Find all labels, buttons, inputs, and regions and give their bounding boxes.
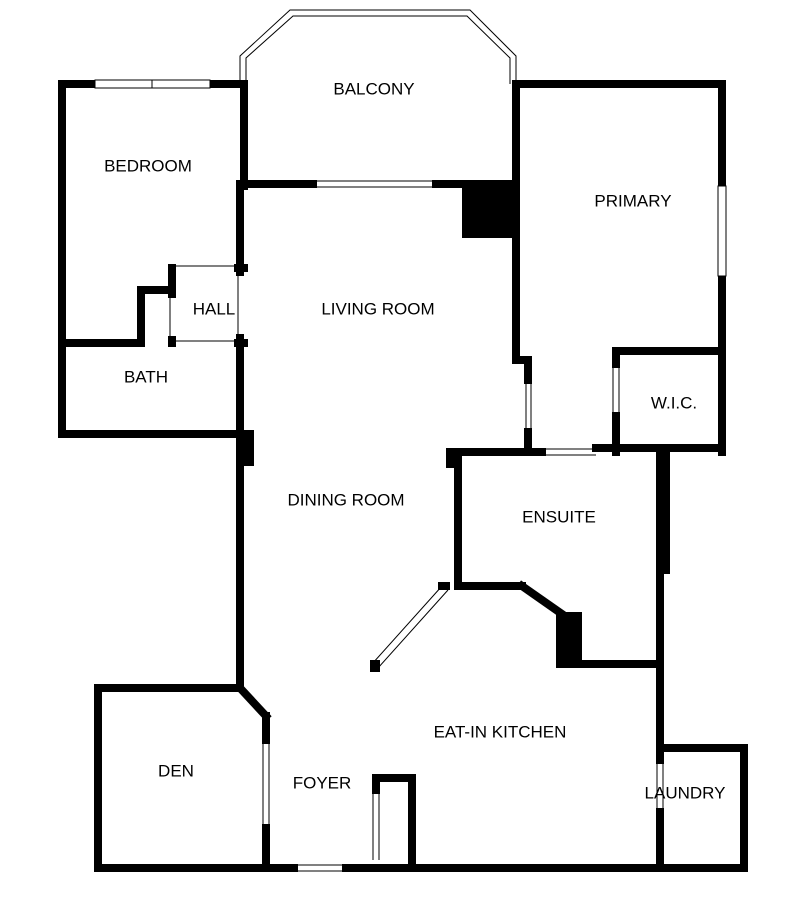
wic-door <box>612 364 620 416</box>
dining-room-walls <box>236 430 254 692</box>
primary-walls <box>512 80 726 456</box>
den-door <box>262 740 270 828</box>
kitchen-counter <box>370 582 450 672</box>
room-label-balcony: BALCONY <box>333 79 414 98</box>
ensuite-door <box>542 448 596 456</box>
bedroom-walls <box>58 80 254 438</box>
entry-door <box>294 864 346 872</box>
primary-window <box>717 185 727 277</box>
room-label-foyer: FOYER <box>293 773 352 792</box>
living-room-walls <box>236 180 520 272</box>
ensuite-walls <box>446 448 670 672</box>
room-label-wic: W.I.C. <box>651 393 697 412</box>
room-label-hall: HALL <box>193 299 236 318</box>
room-label-dining-room: DINING ROOM <box>287 490 404 509</box>
room-label-primary: PRIMARY <box>594 191 671 210</box>
foyer-closet <box>372 774 416 872</box>
balcony-railing <box>239 9 517 84</box>
laundry-door <box>656 760 664 812</box>
hall-walls <box>137 264 248 438</box>
room-label-den: DEN <box>158 761 194 780</box>
room-label-laundry: LAUNDRY <box>645 783 726 802</box>
room-label-eat-in-kitchen: EAT-IN KITCHEN <box>434 722 567 741</box>
primary-side-door <box>525 380 532 432</box>
room-label-ensuite: ENSUITE <box>522 507 596 526</box>
bedroom-window <box>94 79 211 89</box>
den-walls <box>94 682 272 872</box>
room-label-living-room: LIVING ROOM <box>321 299 434 318</box>
laundry-walls <box>656 664 748 872</box>
hall-door-openings <box>168 264 244 347</box>
room-label-bedroom: BEDROOM <box>104 156 192 175</box>
room-label-bath: BATH <box>124 367 168 386</box>
balcony-door <box>313 180 436 188</box>
